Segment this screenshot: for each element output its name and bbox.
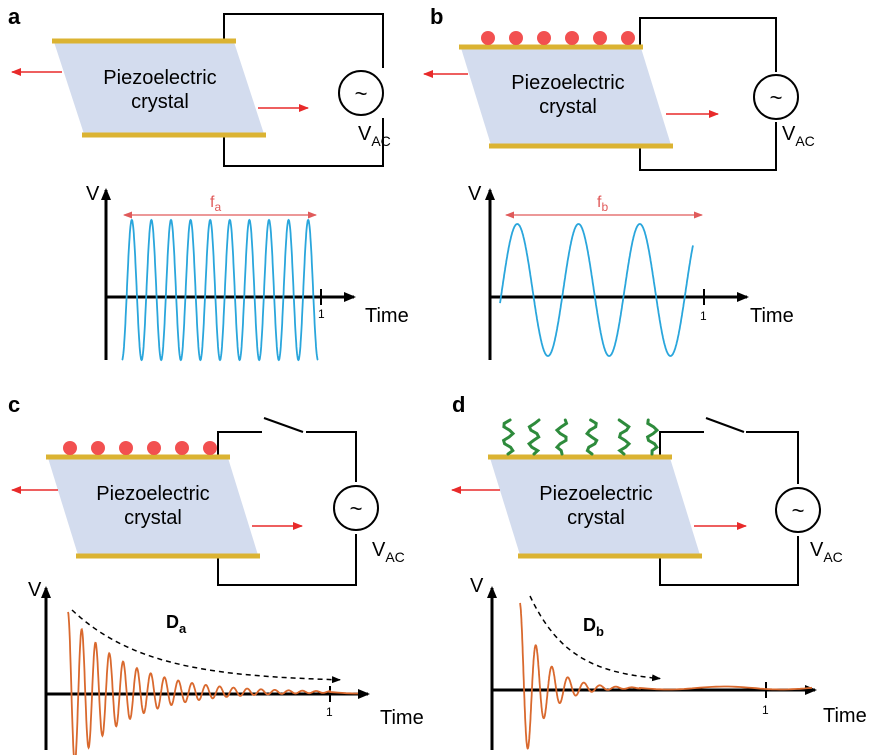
panel-b: b Piezoelectric crystal ~ VAC 1 V Time f… — [423, 4, 815, 360]
crystal-label-line2: crystal — [539, 96, 597, 118]
crystal-label-line1: Piezoelectric — [96, 483, 209, 505]
particle-layer — [63, 441, 217, 455]
crystal-label-line1: Piezoelectric — [103, 67, 216, 89]
crystal-label-line1: Piezoelectric — [539, 483, 652, 505]
piezo-crystal — [54, 42, 264, 134]
damped-waveform — [67, 611, 358, 755]
open-switch-icon — [705, 417, 745, 433]
ac-source-icon: ~ — [333, 485, 379, 531]
piezo-crystal — [490, 458, 700, 555]
particle-icon — [565, 31, 579, 45]
x-axis-label: Time — [750, 305, 794, 327]
damped-waveform — [519, 602, 813, 750]
y-axis-label: V — [28, 579, 42, 601]
panel-c: c Piezoelectric crystal ~ VAC 1 V Time — [8, 392, 424, 755]
frequency-label: fb — [597, 194, 608, 214]
vac-label: VAC — [372, 539, 405, 565]
x-axis-label: Time — [380, 707, 424, 729]
polymer-strand-icon — [554, 418, 569, 456]
x-tick-label: 1 — [318, 307, 325, 321]
y-axis-label: V — [468, 183, 482, 205]
particle-icon — [147, 441, 161, 455]
ac-source-icon: ~ — [753, 74, 799, 120]
panel-letter-c: c — [8, 392, 20, 417]
particle-icon — [481, 31, 495, 45]
panel-d: d Piezoelectric crystal ~ VAC 1 V Time D… — [451, 392, 867, 750]
svg-text:~: ~ — [350, 496, 363, 521]
svg-text:~: ~ — [770, 85, 783, 110]
open-switch-icon — [263, 417, 304, 433]
decay-envelope — [71, 609, 341, 684]
y-axis-label: V — [86, 183, 100, 205]
circuit-wire — [659, 431, 799, 586]
frequency-label: fa — [210, 194, 221, 214]
particle-icon — [91, 441, 105, 455]
particle-icon — [621, 31, 635, 45]
particle-icon — [119, 441, 133, 455]
panel-a: a Piezoelectric crystal ~ VAC 1 V Time f… — [8, 4, 409, 362]
vac-label: VAC — [810, 539, 843, 565]
polymer-strand-icon — [617, 418, 632, 456]
crystal-label-line2: crystal — [124, 507, 182, 529]
polymer-strand-icon — [584, 418, 599, 456]
oscillation-waveform — [121, 218, 319, 362]
vac-label: VAC — [782, 123, 815, 149]
circuit-wire — [217, 431, 357, 586]
circuit-wire — [223, 13, 384, 167]
x-axis-label: Time — [823, 705, 867, 727]
particle-icon — [175, 441, 189, 455]
decay-envelope — [529, 595, 661, 682]
piezo-crystal — [461, 48, 671, 145]
x-tick-label: 1 — [762, 703, 769, 717]
x-axis-label: Time — [365, 305, 409, 327]
polymer-strand-icon — [645, 418, 660, 456]
polymer-strand-icon — [526, 418, 541, 456]
svg-text:~: ~ — [792, 498, 805, 523]
panel-letter-a: a — [8, 4, 21, 29]
oscillation-waveform — [499, 223, 694, 357]
x-tick-label: 1 — [700, 309, 707, 323]
dissipation-label: Db — [583, 615, 604, 639]
svg-text:~: ~ — [355, 81, 368, 106]
particle-icon — [509, 31, 523, 45]
piezo-crystal — [48, 458, 258, 555]
polymer-layer — [501, 418, 660, 456]
y-axis-label: V — [470, 575, 484, 597]
x-tick-label: 1 — [326, 705, 333, 719]
particle-icon — [203, 441, 217, 455]
crystal-label-line1: Piezoelectric — [511, 72, 624, 94]
panel-letter-b: b — [430, 4, 443, 29]
panel-letter-d: d — [452, 392, 465, 417]
particle-icon — [593, 31, 607, 45]
vac-label: VAC — [358, 123, 391, 149]
circuit-wire — [639, 17, 777, 171]
ac-source-icon: ~ — [775, 487, 821, 533]
particle-icon — [537, 31, 551, 45]
dissipation-label: Da — [166, 612, 187, 636]
ac-source-icon: ~ — [338, 70, 384, 116]
particle-icon — [63, 441, 77, 455]
polymer-strand-icon — [501, 418, 516, 456]
crystal-label-line2: crystal — [131, 91, 189, 113]
crystal-label-line2: crystal — [567, 507, 625, 529]
particle-layer — [481, 31, 635, 45]
